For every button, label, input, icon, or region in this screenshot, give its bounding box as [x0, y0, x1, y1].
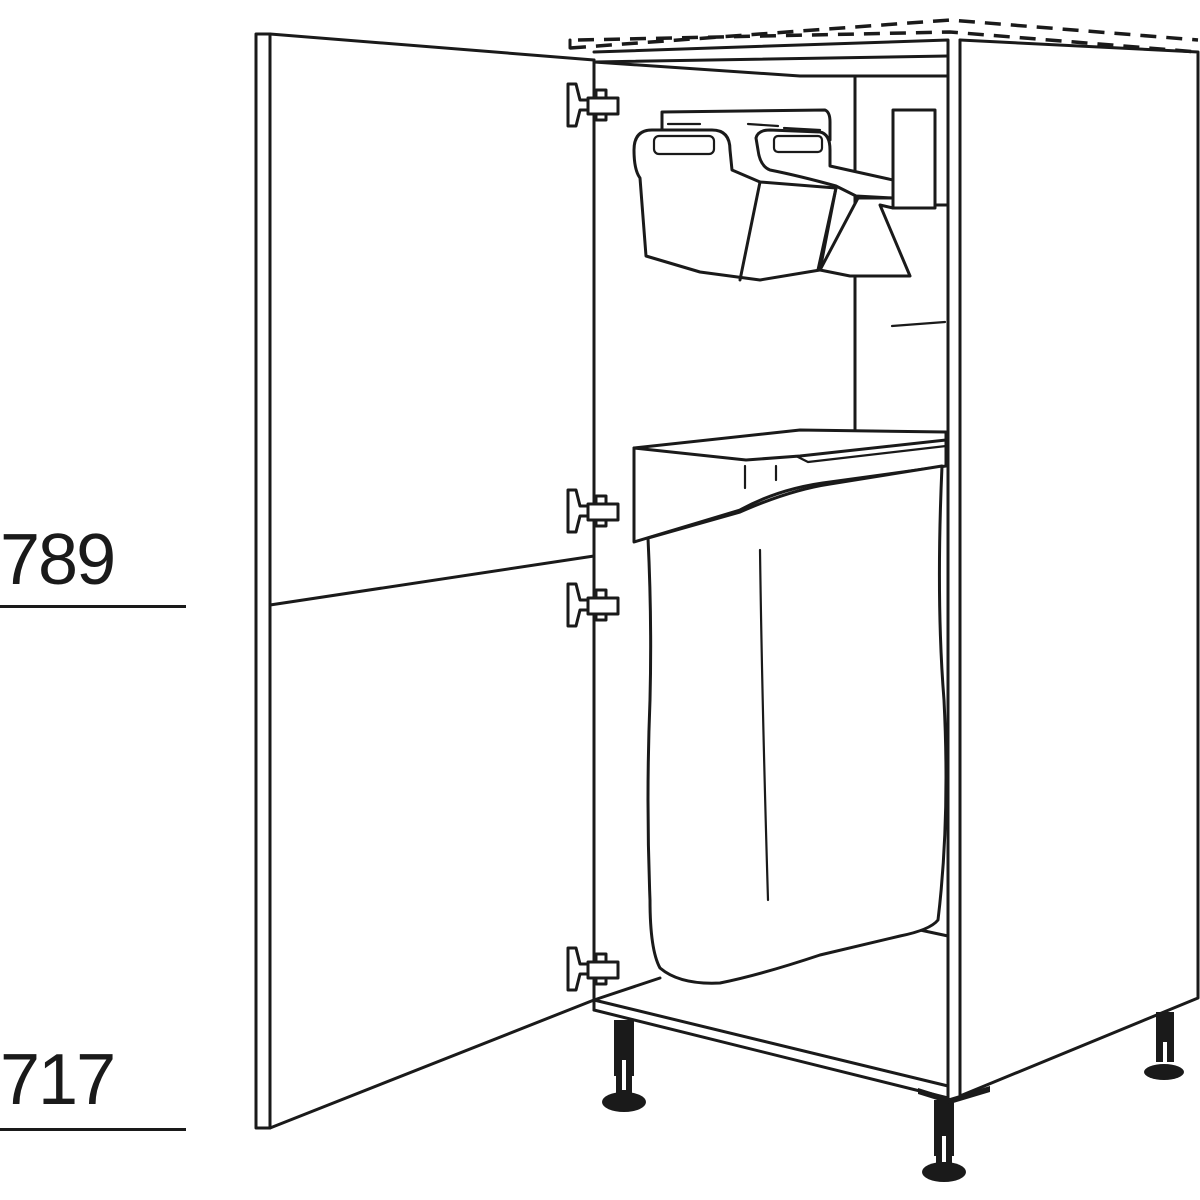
hinge-icon — [566, 82, 620, 128]
hinge-icon — [566, 946, 620, 992]
dimension-line-789 — [0, 605, 186, 608]
foot-icon — [602, 1020, 646, 1112]
foot-icon — [922, 1100, 966, 1182]
worktop-outline — [568, 18, 1199, 54]
cabinet-door — [254, 32, 596, 1130]
hanging-baskets — [632, 108, 950, 328]
laundry-bag-pullout — [632, 428, 948, 985]
dimension-label-789: 789 — [0, 520, 116, 600]
foot-icon — [1144, 1012, 1184, 1080]
door-hinges — [566, 82, 620, 992]
hinge-icon — [566, 582, 620, 628]
hinge-icon — [566, 488, 620, 534]
dimension-label-717: 717 — [0, 1040, 116, 1120]
dimension-line-717 — [0, 1128, 186, 1131]
cabinet-feet — [602, 1012, 1184, 1182]
